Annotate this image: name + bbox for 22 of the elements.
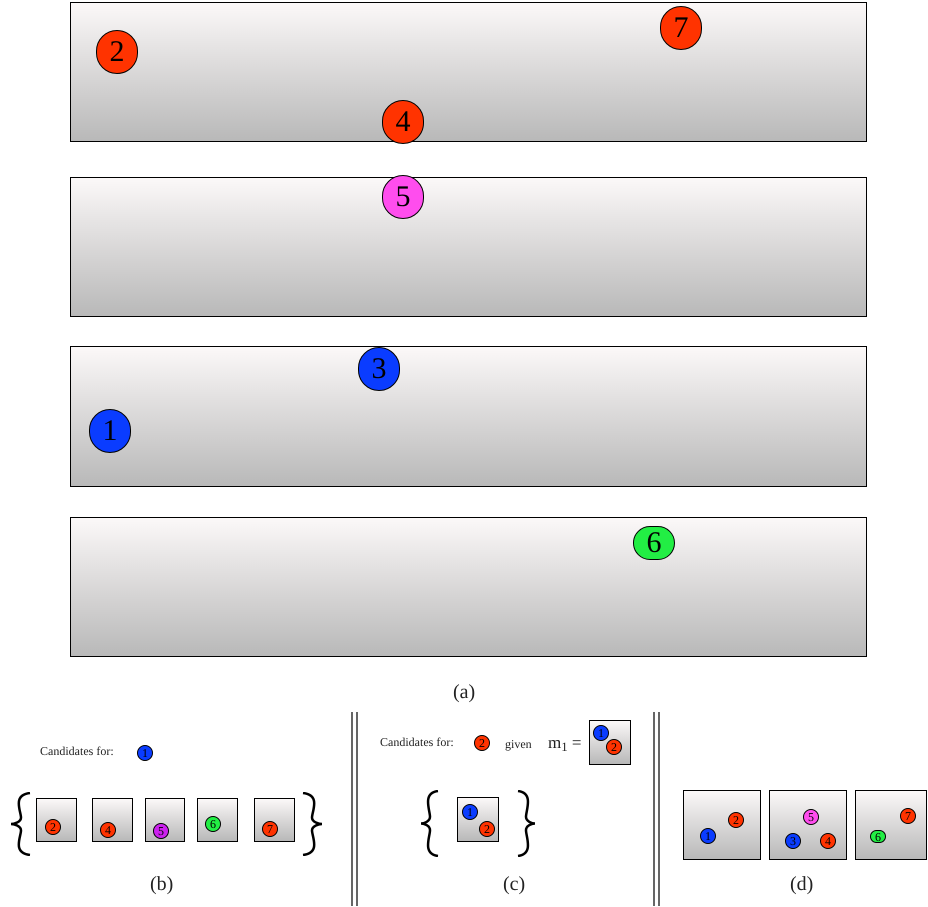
gradient-box (683, 790, 761, 860)
gradient-box (589, 720, 631, 765)
gradient-box (145, 798, 185, 842)
gradient-box (92, 798, 133, 842)
gradient-box (769, 790, 847, 860)
gradient-box (254, 798, 295, 842)
caption-text: m$_{1}$ = (548, 732, 582, 754)
caption-text: (a) (453, 680, 476, 705)
gradient-box (457, 797, 499, 842)
caption-text: Candidates for: (40, 744, 114, 759)
gradient-box (70, 346, 867, 487)
caption-text: Candidates for: (380, 735, 454, 750)
gradient-box (197, 798, 238, 842)
gradient-box (70, 177, 867, 317)
caption-text: (d) (790, 872, 814, 897)
gradient-box (855, 790, 927, 860)
caption-text: (b) (150, 872, 174, 897)
gradient-box (70, 2, 867, 142)
caption-text: given (505, 737, 532, 752)
gradient-box (36, 798, 77, 842)
gradient-box (70, 517, 867, 657)
caption-text: (c) (503, 872, 526, 897)
